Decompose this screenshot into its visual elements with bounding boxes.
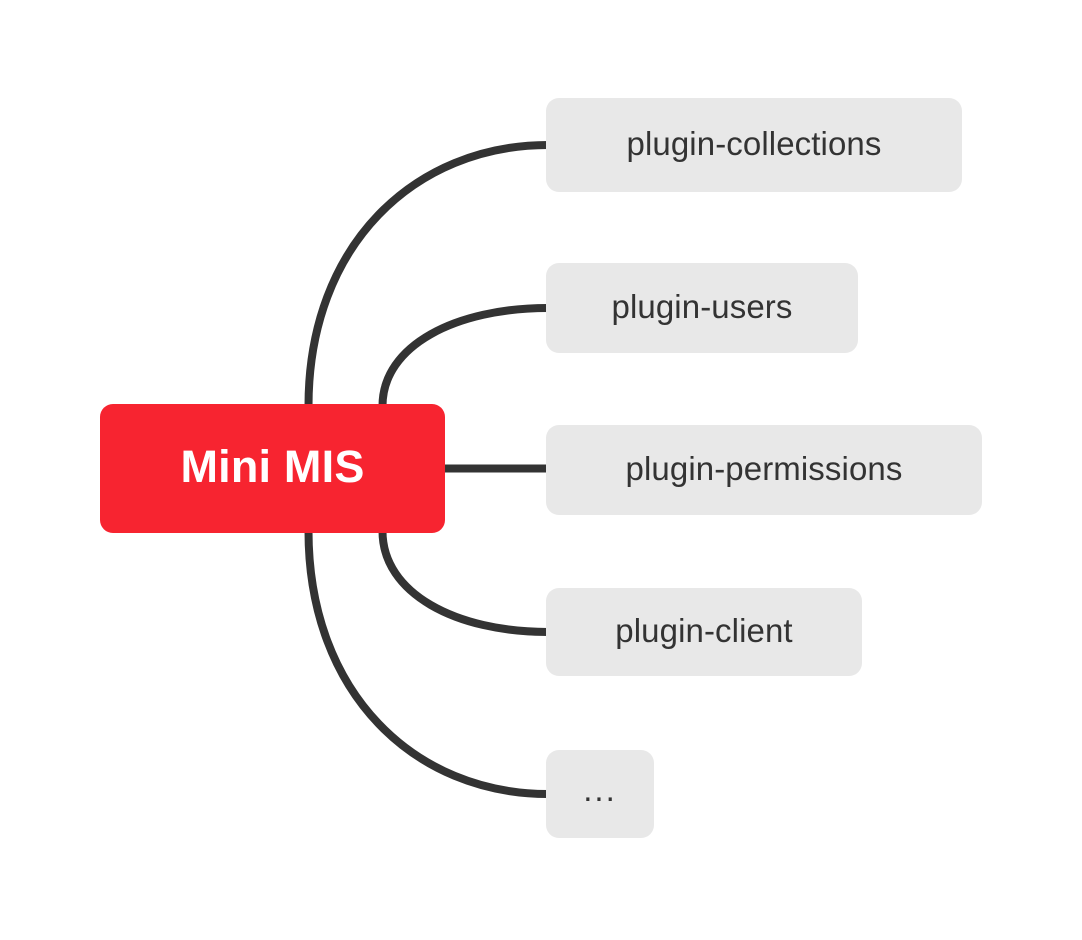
child-node-plugin-permissions[interactable]: plugin-permissions xyxy=(546,425,982,515)
child-node-label: ... xyxy=(583,770,617,808)
root-node-label: Mini MIS xyxy=(180,441,365,492)
connector-edge xyxy=(304,527,552,798)
root-node-mini-mis[interactable]: Mini MIS xyxy=(100,404,445,533)
child-node-plugin-collections[interactable]: plugin-collections xyxy=(546,98,962,192)
child-node-more[interactable]: ... xyxy=(546,750,654,838)
child-node-label: plugin-users xyxy=(611,288,793,325)
child-node-plugin-client[interactable]: plugin-client xyxy=(546,588,862,676)
connector-edge xyxy=(304,141,552,410)
connector-edge xyxy=(378,527,552,636)
connector-edge xyxy=(378,304,552,410)
child-node-label: plugin-client xyxy=(615,612,793,649)
child-node-label: plugin-collections xyxy=(626,125,882,162)
child-node-label: plugin-permissions xyxy=(625,450,903,487)
child-node-plugin-users[interactable]: plugin-users xyxy=(546,263,858,353)
